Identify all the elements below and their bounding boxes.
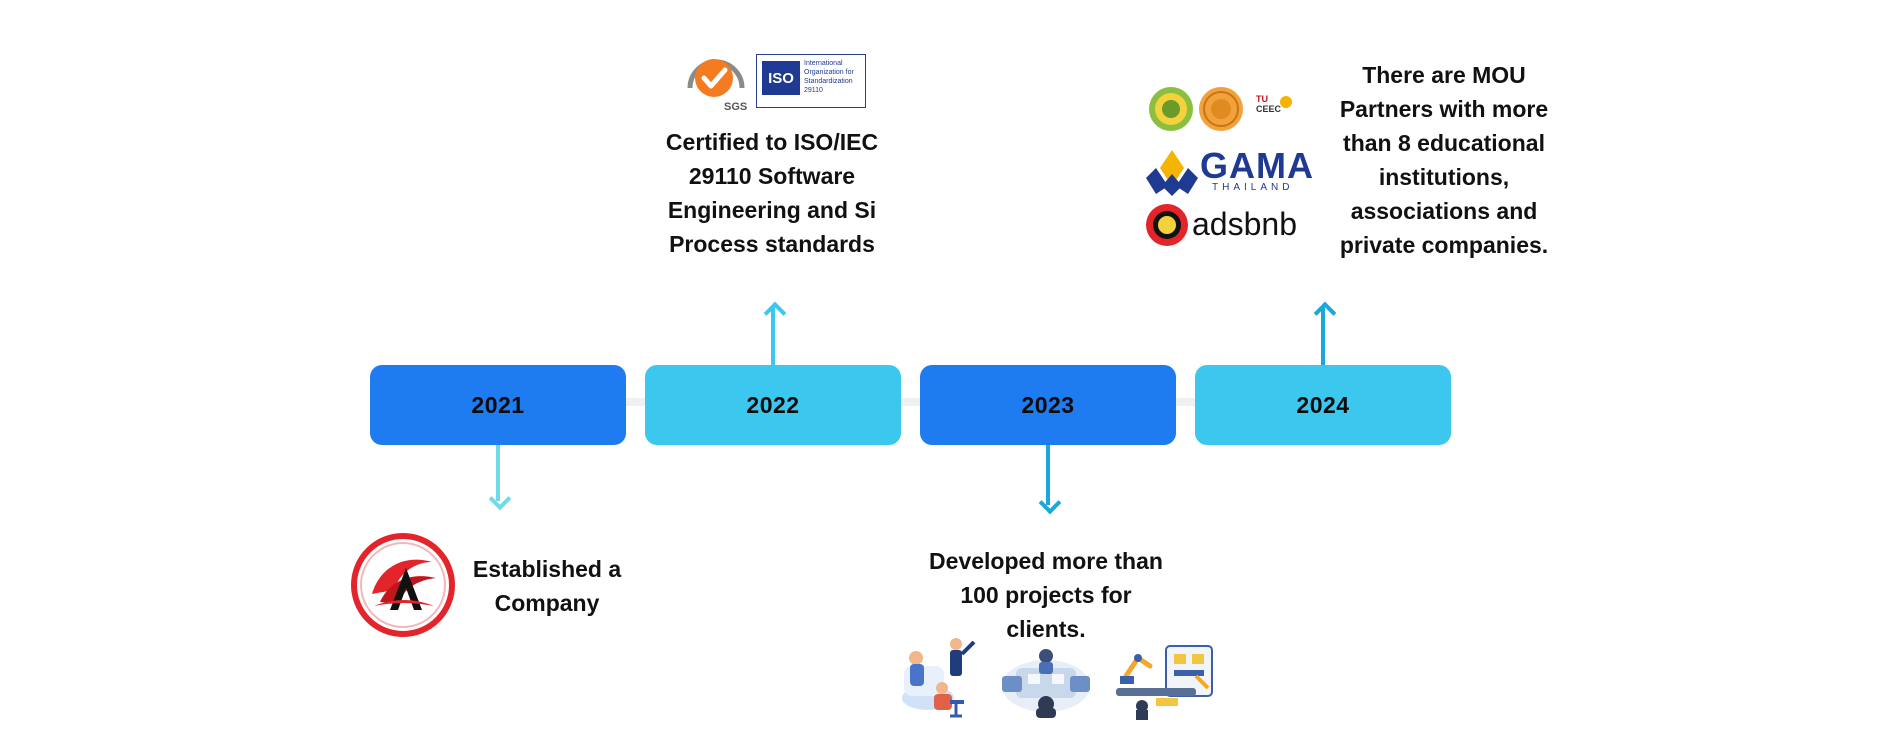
caption-line: Certified to ISO/IEC	[665, 129, 879, 155]
adsbnb-logo-icon	[1144, 202, 1190, 248]
caption-line: There are MOU	[1362, 62, 1526, 88]
caption-line: than 8 educational	[1343, 130, 1545, 156]
caption-line: Partners with more	[1339, 96, 1549, 122]
arrow-head-icon	[1313, 301, 1337, 325]
factory-illustration-icon	[1112, 636, 1216, 720]
caption-line: Developed more than	[929, 548, 1163, 574]
teamwork-illustration-icon	[996, 646, 1096, 718]
caption-line: 29110 Software	[688, 163, 856, 189]
caption-line: institutions,	[1378, 164, 1510, 190]
iso-certification-logo: ISO International Organization for Stand…	[756, 54, 866, 108]
iso-label: ISO	[762, 61, 800, 95]
year-label: 2022	[746, 391, 800, 418]
year-box-2022: 2022	[645, 365, 901, 445]
arrow-head-icon	[1038, 491, 1062, 515]
company-logo-icon	[350, 532, 456, 638]
milestone-2022-text: Certified to ISO/IEC 29110 Software Engi…	[642, 125, 902, 261]
sgs-label: SGS	[724, 101, 747, 113]
tu-ceec-logo: TU CEEC	[1256, 94, 1294, 126]
iso-org-text: International Organization for Standardi…	[804, 59, 864, 95]
milestone-2021-text: Established a Company	[462, 552, 632, 620]
arrow-up-2024	[1321, 307, 1325, 365]
tu-label: TU	[1256, 94, 1268, 104]
arrow-down-2023	[1046, 445, 1050, 505]
caption-line: 100 projects for	[960, 582, 1132, 608]
adsbnb-logo-text: adsbnb	[1192, 206, 1297, 242]
year-label: 2023	[1021, 391, 1075, 418]
caption-line: Engineering and Si	[667, 197, 877, 223]
iso-org-line: International	[804, 60, 843, 67]
partner-seal-orange-icon	[1198, 86, 1244, 132]
iso-org-line: 29110	[804, 87, 823, 94]
arrow-head-icon	[763, 301, 787, 325]
ceec-label: CEEC	[1256, 104, 1282, 114]
year-box-2024: 2024	[1195, 365, 1451, 445]
ceec-dot-icon	[1280, 96, 1292, 108]
year-label: 2024	[1296, 391, 1350, 418]
year-box-2023: 2023	[920, 365, 1176, 445]
timeline-track	[370, 398, 1450, 406]
caption-line: Company	[494, 590, 600, 616]
caption-line: Established a	[472, 556, 622, 582]
iso-org-line: Standardization	[804, 78, 853, 85]
partner-seal-green-icon	[1148, 86, 1194, 132]
arrow-head-icon	[488, 487, 512, 511]
gama-logo-text: GAMA	[1200, 145, 1314, 186]
caption-line: associations and	[1350, 198, 1538, 224]
year-box-2021: 2021	[370, 365, 626, 445]
caption-line: clients.	[1006, 616, 1086, 642]
milestone-2024-text: There are MOU Partners with more than 8 …	[1324, 58, 1564, 262]
gama-logo-icon	[1146, 148, 1198, 196]
caption-line: Process standards	[669, 231, 875, 257]
year-label: 2021	[471, 391, 525, 418]
caption-line: private companies.	[1339, 232, 1549, 258]
sgs-certification-logo: SGS	[684, 48, 748, 114]
milestone-2023-text: Developed more than 100 projects for cli…	[916, 544, 1176, 646]
meeting-illustration-icon	[898, 632, 980, 720]
arrow-up-2022	[771, 307, 775, 365]
arrow-down-2021	[496, 445, 500, 501]
iso-org-line: Organization for	[804, 69, 854, 76]
gama-sub-text: THAILAND	[1212, 182, 1294, 193]
